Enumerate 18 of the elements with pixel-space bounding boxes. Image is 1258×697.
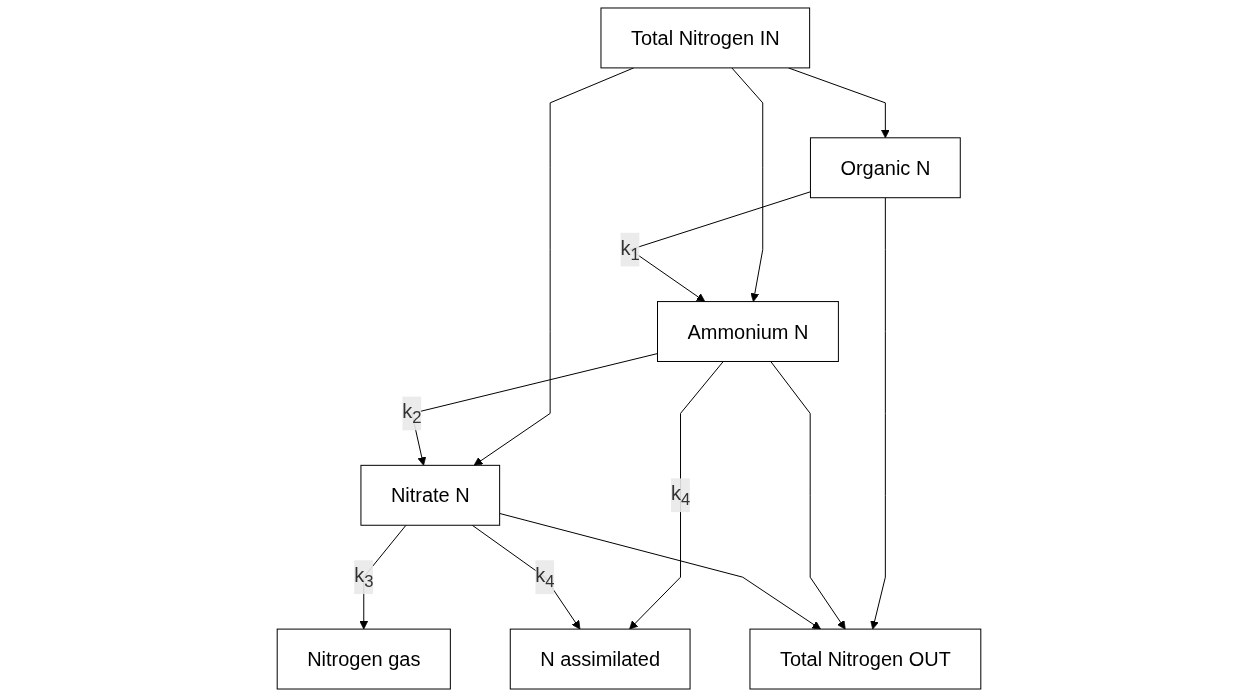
edge-label: k$_{4}$ (670, 482, 691, 510)
edge-label: k$_{2}$ (402, 400, 422, 428)
node-box: Total Nitrogen OUT (749, 628, 982, 690)
node-box: N assimilated (509, 628, 691, 690)
node-box: Nitrate N (360, 464, 501, 526)
edge-label: k$_{3}$ (354, 564, 374, 592)
edge-label: k$_{1}$ (620, 236, 640, 264)
arrow (870, 197, 886, 630)
node-box: Ammonium N (657, 301, 839, 362)
arrow (499, 512, 821, 630)
arrow (731, 67, 764, 302)
arrow (629, 361, 724, 630)
arrow (471, 524, 581, 630)
node-box: Organic N (809, 137, 961, 199)
arrow (770, 361, 846, 630)
node-box: Nitrogen gas (276, 628, 451, 690)
node-box: Total Nitrogen IN (600, 7, 811, 69)
edge-label: k$_{4}$ (535, 564, 555, 592)
